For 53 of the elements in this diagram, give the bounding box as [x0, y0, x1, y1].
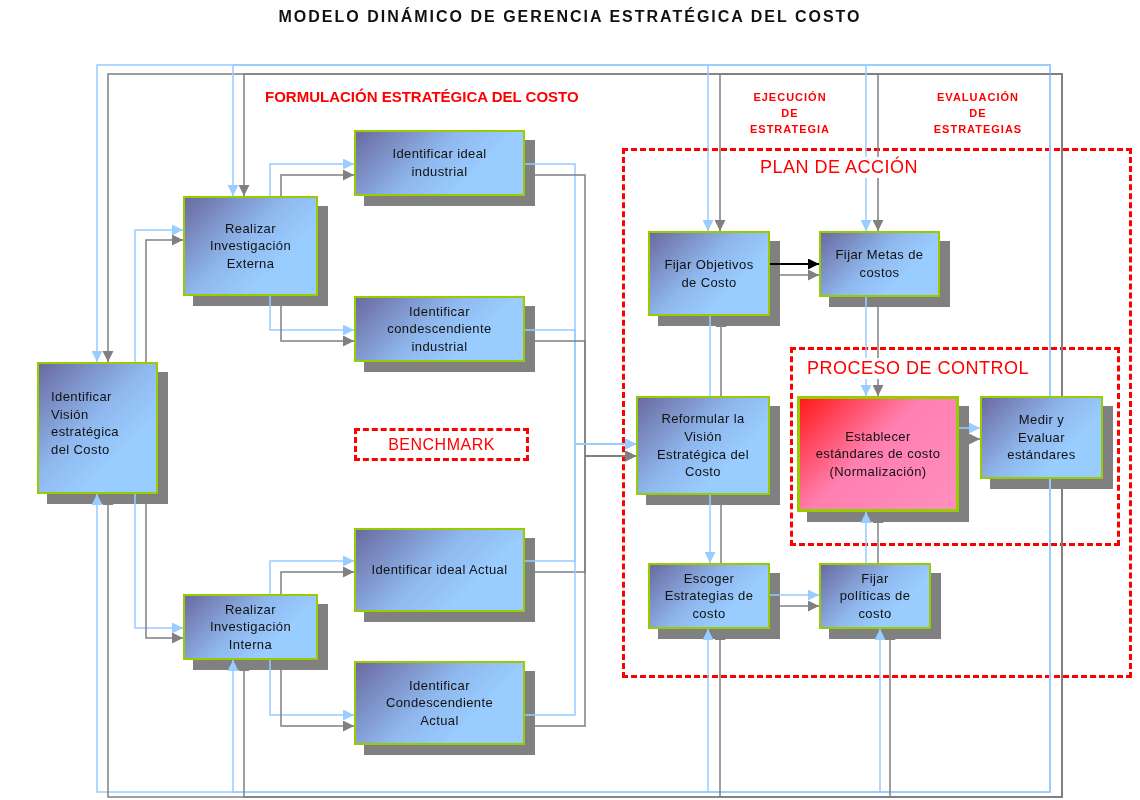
- node-label: Identificar Visión estratégica del Costo: [51, 388, 120, 459]
- connector-arrow: [958, 422, 981, 434]
- section-heading: EVALUACIÓN DE ESTRATEGIAS: [932, 90, 1024, 137]
- connector-arrow: [860, 296, 872, 397]
- connector-arrow: [134, 493, 184, 634]
- node-label: Establecer estándares de costo (Normalización): [814, 427, 942, 481]
- connector-arrow: [280, 566, 355, 595]
- process-box: [354, 661, 525, 745]
- node-label: Identificar Condescendiente Actual: [384, 676, 495, 730]
- connector-arrow: [704, 494, 716, 564]
- process-box: [819, 231, 940, 297]
- process-box: [183, 196, 318, 296]
- section-heading: EJECUCIÓN DE ESTRATEGIA: [748, 90, 832, 137]
- dashed-region: [790, 347, 1120, 546]
- process-box: [797, 396, 959, 512]
- node-label: Fijar políticas de costo: [838, 569, 912, 623]
- node-label: Realizar Investigación Externa: [208, 219, 293, 273]
- section-heading: FORMULACIÓN ESTRATÉGICA DEL COSTO: [265, 88, 580, 106]
- process-box: [648, 563, 770, 629]
- connector-arrow: [769, 589, 820, 601]
- region-heading: PROCESO DE CONTROL: [807, 358, 1030, 379]
- node-label: Reformular la Visión Estratégica del Costo: [656, 410, 750, 481]
- process-box: [183, 594, 318, 660]
- process-box: [980, 396, 1103, 479]
- process-box: [354, 528, 525, 612]
- connector-arrow: [145, 234, 184, 363]
- node-label: Identificar ideal industrial: [391, 145, 488, 181]
- diagram-title: MODELO DINÁMICO DE GERENCIA ESTRATÉGICA DEL COSTO: [277, 8, 863, 26]
- connector-arrow: [269, 158, 355, 197]
- process-box: [636, 396, 770, 495]
- node-label: Fijar Objetivos de Costo: [664, 255, 754, 292]
- connector-arrow: [860, 511, 872, 564]
- connector-arrow: [280, 169, 355, 197]
- connector-arrow: [134, 224, 184, 363]
- node-label: Realizar Investigación Interna: [208, 600, 293, 654]
- connector-arrow: [769, 258, 820, 270]
- process-box: [819, 563, 931, 629]
- process-box: [648, 231, 770, 316]
- node-label: Fijar Metas de costos: [835, 246, 924, 282]
- process-box: [354, 130, 525, 196]
- process-box: [354, 296, 525, 362]
- region-heading: PLAN DE ACCIÓN: [760, 157, 919, 178]
- connector-arrow: [269, 295, 355, 336]
- node-label: BENCHMARK: [388, 435, 495, 454]
- dashed-region: [622, 148, 1132, 678]
- dashed-label-box: [354, 428, 529, 461]
- node-label: Escoger Estrategias de costo: [664, 569, 754, 623]
- connector-arrow: [269, 659, 355, 721]
- connector-arrow: [269, 555, 355, 595]
- node-label: Medir y Evaluar estándares: [1006, 411, 1077, 464]
- process-box: [37, 362, 158, 494]
- node-label: Identificar condescendiente industrial: [386, 302, 493, 356]
- node-label: Identificar ideal Actual: [371, 561, 508, 579]
